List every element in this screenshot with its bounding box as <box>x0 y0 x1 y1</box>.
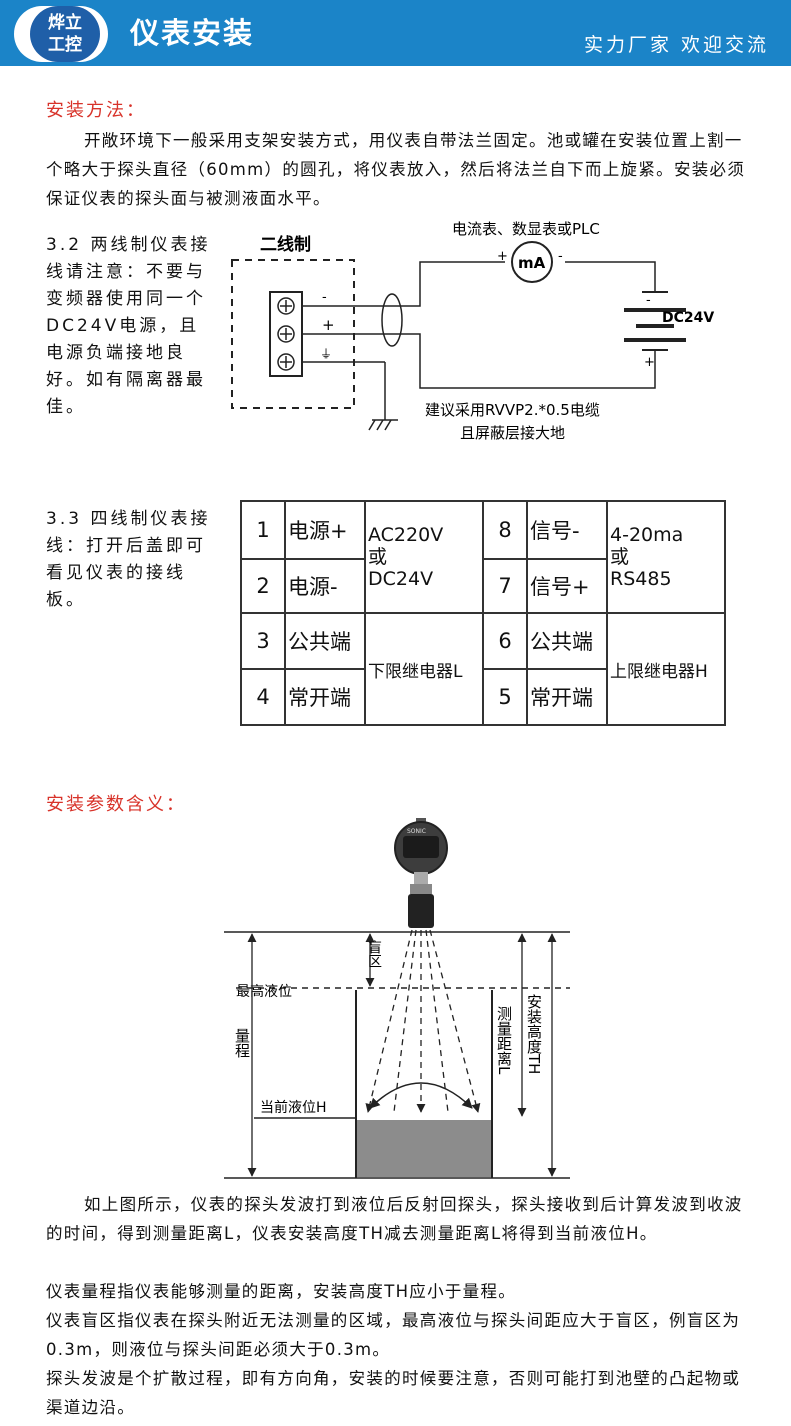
svg-text:-: - <box>646 293 651 308</box>
sensor-icon: SONIC <box>394 818 448 928</box>
cable-note-line1: 建议采用RVVP2.*0.5电缆 <box>425 401 600 419</box>
header-banner: 烨立 工控 仪表安装 实力厂家 欢迎交流 <box>0 0 791 66</box>
pin-2: 2 <box>240 558 286 614</box>
terminal-screws <box>277 297 295 371</box>
pin-7-label: 信号+ <box>526 558 608 614</box>
logo-line1: 烨立 <box>48 13 82 33</box>
meter-symbol: mA <box>518 254 546 272</box>
measured-distance-label: 测量距离L <box>495 1006 513 1075</box>
explain-p4: 探头发波是个扩散过程，即有方向角，安装的时候要注意，否则可能打到池壁的凸起物或渠… <box>46 1369 741 1417</box>
two-wire-note: 3.2 两线制仪表接线请注意：不要与变频器使用同一个DC24V电源，且电源负端接… <box>46 235 211 417</box>
pin-3-label: 公共端 <box>284 612 366 670</box>
range-label: 量程 <box>233 1028 251 1058</box>
pin-2-label: 电源- <box>284 558 366 614</box>
four-wire-note: 3.3 四线制仪表接线：打开后盖即可看见仪表的接线板。 <box>46 509 211 610</box>
box-label: 二线制 <box>260 234 311 255</box>
terminal-plus: + <box>322 316 335 334</box>
install-method-heading: 安装方法： <box>46 100 146 121</box>
svg-text:-: - <box>558 249 563 264</box>
pin-5: 5 <box>482 668 528 726</box>
pin-5-label: 常开端 <box>526 668 608 726</box>
logo-line2: 工控 <box>48 35 82 55</box>
supply-label: DC24V <box>662 310 714 326</box>
install-method-paragraph: 开敞环境下一般采用支架安装方式，用仪表自带法兰固定。池或罐在安装位置上割一个略大… <box>46 131 746 208</box>
ammeter-icon <box>511 241 553 283</box>
svg-text:+: + <box>644 355 655 370</box>
pin-1: 1 <box>240 500 286 560</box>
pin-8: 8 <box>482 500 528 560</box>
pin-7: 7 <box>482 558 528 614</box>
high-relay: 上限继电器H <box>606 612 726 726</box>
low-relay: 下限继电器L <box>364 612 484 726</box>
pin-3: 3 <box>240 612 286 670</box>
logo: 烨立 工控 <box>30 6 100 62</box>
explain-p3: 仪表盲区指仪表在探头附近无法测量的区域，最高液位与探头间距应大于盲区，例盲区为0… <box>46 1311 741 1359</box>
pin-8-label: 信号- <box>526 500 608 560</box>
wiring-table: 1 电源+ AC220V 或 DC24V 8 信号- 4-20ma 或 RS48… <box>240 500 726 726</box>
liquid <box>357 1120 491 1177</box>
current-level-label: 当前液位H <box>260 1099 327 1116</box>
level-diagram: SONIC 盲区 最高液位 量程 当前液位H 测量距离L 安装高度TH <box>224 818 570 1179</box>
blind-zone-label: 盲区 <box>366 939 382 968</box>
pin-6-label: 公共端 <box>526 612 608 670</box>
power-spec: AC220V 或 DC24V <box>364 500 484 614</box>
cable-shield <box>381 293 403 347</box>
cable-note-line2: 且屏蔽层接大地 <box>460 424 565 442</box>
svg-text:SONIC: SONIC <box>407 828 426 835</box>
install-height-label: 安装高度TH <box>525 994 543 1074</box>
pin-6: 6 <box>482 612 528 670</box>
pin-4-label: 常开端 <box>284 668 366 726</box>
battery-icon <box>624 291 686 351</box>
explain-p2: 仪表量程指仪表能够测量的距离，安装高度TH应小于量程。 <box>46 1282 517 1301</box>
ground-symbol <box>368 419 398 431</box>
signal-spec: 4-20ma 或 RS485 <box>606 500 726 614</box>
svg-text:+: + <box>497 249 508 264</box>
page-title: 仪表安装 <box>130 16 255 50</box>
explain-p1: 如上图所示，仪表的探头发波打到液位后反射回探头，探头接收到后计算发波到收波的时间… <box>46 1195 743 1243</box>
params-heading: 安装参数含义： <box>46 794 186 815</box>
max-level-label: 最高液位 <box>236 983 292 1000</box>
terminal-ground: ⏚ <box>320 347 332 361</box>
terminal-minus: - <box>322 290 327 305</box>
pin-1-label: 电源+ <box>284 500 366 560</box>
pin-4: 4 <box>240 668 286 726</box>
two-wire-diagram: 二线制 - + ⏚ 电流表、数显表或PLC mA + - - + DC24V 建… <box>231 220 714 442</box>
meter-label: 电流表、数显表或PLC <box>452 220 600 238</box>
slogan: 实力厂家 欢迎交流 <box>583 34 769 56</box>
